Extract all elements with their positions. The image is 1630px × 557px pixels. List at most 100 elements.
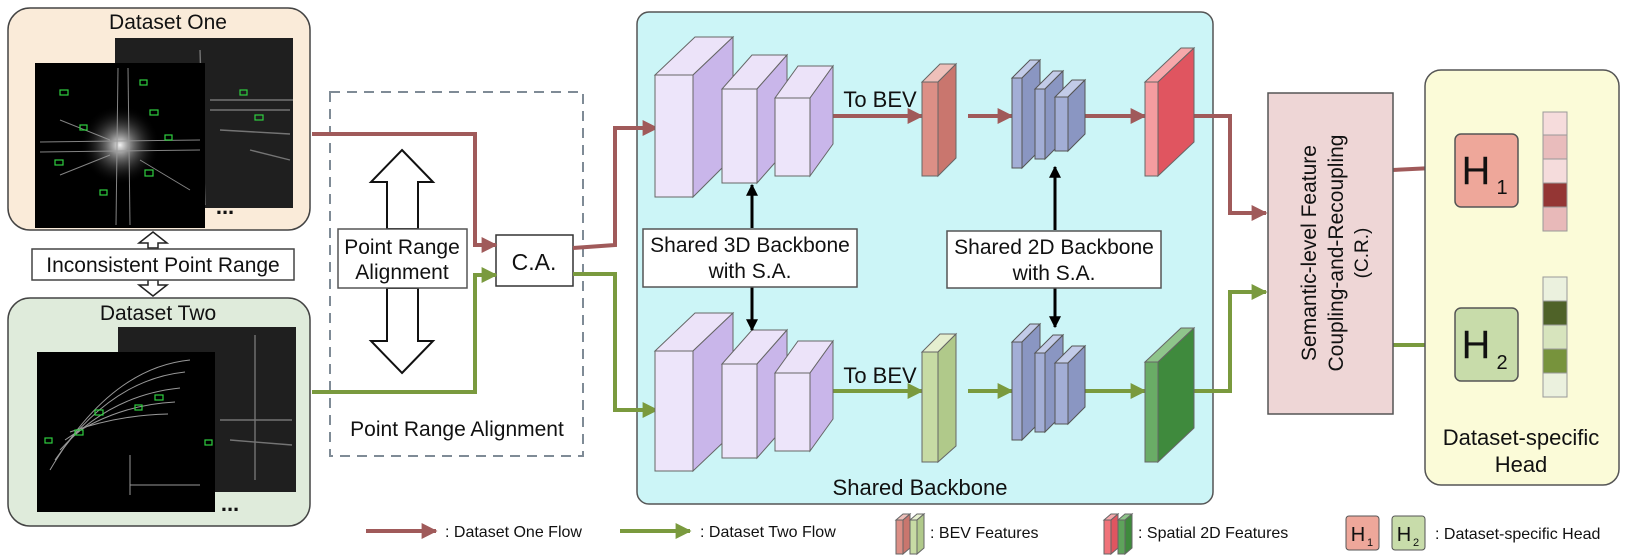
- to-bev-label-bottom: To BEV: [843, 363, 917, 388]
- h2-head-box: [1454, 307, 1519, 382]
- shared-2d-backbone-line1: Shared 2D Backbone: [954, 236, 1154, 259]
- shared-3d-backbone-label: Shared 3D Backbone with S.A.: [642, 228, 858, 288]
- bev-bottom-face-side: [937, 332, 957, 464]
- legend-spatial-swatch-green-front: [1117, 519, 1126, 555]
- bev-top-face-front: [921, 81, 939, 177]
- flow-one-to-recoupling: [1192, 114, 1268, 221]
- h2-head-sub: 2: [1496, 352, 1507, 374]
- dataset-two-panel: Dataset Two ...: [7, 297, 311, 527]
- shared-3d-backbone-line1: Shared 3D Backbone: [650, 234, 850, 257]
- bev-bottom-face-front: [921, 351, 939, 463]
- recoupling-background: [1267, 92, 1394, 415]
- bev-top-face-side: [937, 62, 957, 178]
- h2-output-cell-2: [1542, 300, 1568, 326]
- flow-two-to-3d-backbone: [573, 272, 659, 418]
- h2-head-main: H: [1462, 323, 1491, 367]
- legend-bev-features-label: : BEV Features: [930, 525, 1039, 542]
- up-hollow-arrow-large: [368, 148, 436, 230]
- 3d-block-bottom-1-face-front: [654, 350, 694, 472]
- to-bev-label-top: To BEV: [843, 87, 917, 112]
- legend-dataset-two-flow-label: : Dataset Two Flow: [700, 524, 836, 541]
- legend-spatial-swatch-red-front: [1103, 519, 1112, 555]
- bev-feature-slabs: [920, 62, 958, 464]
- legend-bev-features-swatch: [894, 512, 926, 556]
- h1-output-cell-1: [1542, 111, 1568, 136]
- h2-output-cell-5: [1542, 372, 1568, 398]
- 2d-block-top-2-face-front: [1034, 88, 1046, 160]
- h2-output-cell-4: [1542, 348, 1568, 374]
- h2-output-cell-3: [1542, 324, 1568, 350]
- shared-backbone-title: Shared Backbone: [833, 475, 1008, 500]
- h1-head-sub: 1: [1496, 177, 1507, 199]
- alignment-module-label-line2: Alignment: [355, 261, 449, 284]
- flow-one-to-ca: [312, 132, 498, 253]
- spatial-2d-feature-slabs: [1143, 46, 1196, 464]
- down-hollow-arrow-large: [368, 287, 436, 375]
- 3d-block-top-3-face-front: [774, 97, 811, 177]
- shared-2d-backbone-box: [946, 230, 1162, 289]
- legend-dataset-specific-head-label: : Dataset-specific Head: [1435, 526, 1600, 543]
- dataset-two-front-scan: [37, 352, 215, 512]
- dataset-two-ellipsis: ...: [221, 491, 239, 516]
- legend-h1-swatch: [1345, 515, 1380, 551]
- legend-bev-swatch-green-front: [909, 519, 918, 555]
- inconsistency-indicator: Inconsistent Point Range: [31, 231, 295, 297]
- h1-output-cell-4: [1542, 182, 1568, 208]
- 3d-block-bottom-2-face-front: [721, 363, 758, 459]
- recoupling-line3: (C.R.): [1352, 228, 1373, 279]
- head-panel-title-line2: Head: [1495, 452, 1548, 477]
- inconsistency-label: Inconsistent Point Range: [46, 254, 279, 277]
- legend-h1-sub: 1: [1367, 537, 1373, 549]
- 2d-backbone-blocks-bottom: [1010, 322, 1087, 442]
- shared-2d-backbone-line2: with S.A.: [1012, 262, 1096, 285]
- flow-two-to-ca: [312, 267, 498, 394]
- ca-label: C.A.: [512, 249, 557, 275]
- dataset-two-back-scan-texture: [220, 335, 293, 480]
- legend-h2-main: H: [1397, 524, 1411, 546]
- 2d-block-top-3-face-front: [1054, 96, 1069, 152]
- h1-head-main: H: [1462, 149, 1491, 193]
- recoupling-line2: Coupling-and-Recoupling: [1325, 135, 1348, 372]
- legend-dataset-one-flow-label: : Dataset One Flow: [445, 524, 582, 541]
- 3d-block-bottom-3-face-front: [774, 372, 811, 452]
- shared-weight-connectors: [746, 165, 1061, 332]
- legend-bev-swatch-red-front: [895, 519, 904, 555]
- point-range-alignment-section: Point Range Alignment Point Range Alignm…: [329, 91, 584, 457]
- 2d-block-bottom-2-face-front: [1034, 352, 1046, 433]
- alignment-section-title: Point Range Alignment: [350, 418, 564, 441]
- alignment-module-label-line1: Point Range: [344, 236, 460, 259]
- h1-head-box: [1454, 133, 1519, 208]
- ca-box: [495, 234, 574, 287]
- dataset-one-front-scan-texture: [39, 67, 264, 226]
- down-hollow-arrow-small: [136, 279, 170, 297]
- 3d-block-top-2-face-front: [721, 88, 758, 184]
- head-panel-background: [1424, 69, 1620, 486]
- shared-3d-backbone-box: [642, 228, 858, 288]
- 2d-block-top-1-face-front: [1011, 77, 1023, 169]
- dataset-two-title: Dataset Two: [100, 302, 216, 325]
- 2d-block-bottom-1-face-front: [1011, 341, 1023, 441]
- dataset-one-ellipsis: ...: [216, 194, 234, 219]
- legend-h2-swatch: [1391, 515, 1426, 551]
- legend: : Dataset One Flow : Dataset Two Flow : …: [366, 512, 1600, 556]
- h1-output-cell-5: [1542, 206, 1568, 232]
- head-panel-title-line1: Dataset-specific: [1443, 425, 1600, 450]
- h1-output-stack: [1542, 111, 1568, 232]
- recoupling-line1: Semantic-level Feature: [1298, 145, 1321, 361]
- dataset-specific-head-panel: H 1 H 2 Dataset-specific Head: [1424, 69, 1620, 486]
- 2d-block-bottom-3-face-front: [1054, 362, 1069, 425]
- 3d-backbone-blocks-bottom: [653, 311, 834, 473]
- h2-output-stack: [1542, 276, 1568, 398]
- legend-spatial-2d-features-swatch: [1102, 512, 1134, 556]
- h2-output-cell-1: [1542, 276, 1568, 302]
- dataset-two-front-scan-texture: [49, 359, 200, 495]
- spatial-top-face-front: [1144, 81, 1159, 177]
- spatial-bottom-face-front: [1144, 361, 1159, 463]
- recoupling-block: Semantic-level Feature Coupling-and-Reco…: [1267, 92, 1394, 415]
- flow-lines: [312, 108, 1455, 418]
- h1-output-cell-3: [1542, 158, 1568, 184]
- alignment-module-box: [337, 228, 468, 289]
- dataset-one-title: Dataset One: [109, 11, 227, 34]
- legend-bev-swatch-green-side: [916, 512, 925, 556]
